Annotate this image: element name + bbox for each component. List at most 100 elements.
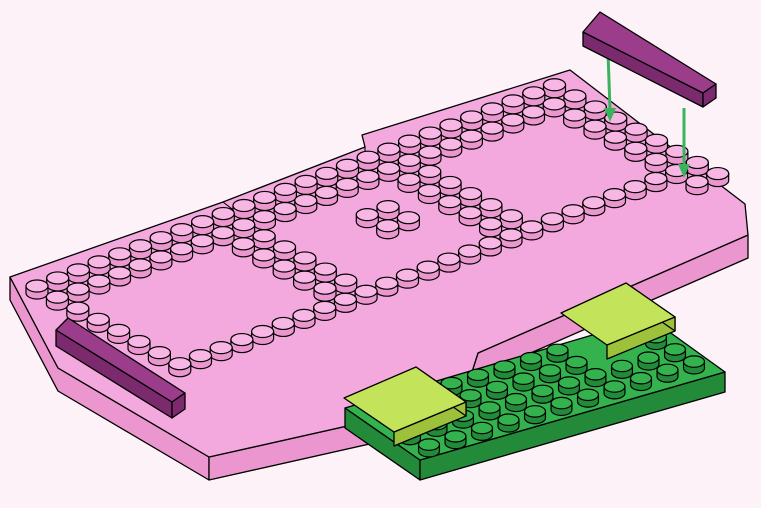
stud — [314, 301, 336, 320]
stud — [398, 154, 420, 173]
stud — [500, 229, 522, 248]
stud — [274, 203, 296, 222]
stud — [150, 232, 172, 251]
stud — [564, 90, 586, 109]
green-stud — [578, 389, 599, 407]
green-stud — [540, 365, 561, 383]
stud — [212, 208, 234, 227]
stud — [646, 134, 668, 153]
stud — [191, 235, 213, 254]
stud — [686, 176, 708, 195]
green-stud — [547, 344, 568, 362]
stud — [399, 135, 421, 154]
stud — [502, 114, 524, 133]
stud — [460, 130, 482, 149]
stud — [272, 317, 294, 336]
green-stud — [525, 406, 546, 424]
stud — [481, 103, 503, 122]
stud — [316, 186, 338, 205]
stud — [459, 245, 481, 264]
stud — [295, 195, 317, 214]
stud — [337, 159, 359, 178]
stud — [334, 293, 356, 312]
arrow-line — [608, 52, 610, 110]
stud — [356, 209, 378, 228]
stud — [604, 189, 626, 208]
stud — [521, 221, 543, 240]
stud — [397, 269, 419, 288]
stud — [480, 218, 502, 237]
stud — [584, 120, 606, 139]
stud — [397, 212, 419, 231]
green-stud — [631, 373, 652, 391]
stud — [231, 334, 253, 353]
stud — [148, 347, 170, 366]
stud — [130, 240, 152, 259]
stud — [625, 123, 647, 142]
stud — [169, 358, 191, 377]
stud — [584, 101, 606, 120]
stud — [190, 350, 212, 369]
stud — [294, 252, 316, 271]
stud — [109, 267, 131, 286]
stud — [419, 165, 441, 184]
stud — [212, 227, 234, 246]
stud — [398, 173, 420, 192]
stud — [480, 199, 502, 218]
stud — [253, 249, 275, 268]
stud — [129, 259, 151, 278]
stud — [109, 248, 131, 267]
stud — [481, 122, 503, 141]
stud — [67, 264, 89, 283]
stud — [440, 119, 462, 138]
green-stud — [532, 385, 553, 403]
stud — [459, 207, 481, 226]
stud — [624, 181, 646, 200]
stud — [273, 260, 295, 279]
stud — [417, 261, 439, 280]
stud — [336, 178, 358, 197]
stud — [26, 280, 48, 299]
stud — [108, 324, 130, 343]
stud — [274, 183, 296, 202]
stud — [254, 191, 276, 210]
green-stud — [487, 381, 508, 399]
green-stud — [506, 394, 527, 412]
green-stud — [521, 353, 542, 371]
stud — [274, 241, 296, 260]
green-stud — [479, 402, 500, 420]
stud — [378, 162, 400, 181]
stud — [460, 188, 482, 207]
green-stud — [657, 364, 678, 382]
stud — [150, 251, 172, 270]
green-stud — [494, 361, 515, 379]
stud — [583, 197, 605, 216]
stud — [461, 111, 483, 130]
green-stud — [513, 373, 534, 391]
stud — [523, 87, 545, 106]
green-stud — [585, 369, 606, 387]
stud — [523, 106, 545, 125]
stud — [233, 219, 255, 238]
stud — [314, 263, 336, 282]
stud — [377, 220, 399, 239]
green-stud — [472, 422, 493, 440]
stud — [171, 224, 193, 243]
green-stud — [419, 439, 440, 457]
green-stud — [468, 369, 489, 387]
stud — [335, 274, 357, 293]
stud — [88, 275, 110, 294]
stud — [128, 336, 150, 355]
stud — [604, 131, 626, 150]
stud — [47, 272, 69, 291]
stud — [438, 253, 460, 272]
stud — [500, 210, 522, 229]
stud — [707, 168, 729, 187]
stud — [192, 216, 214, 235]
stud — [232, 238, 254, 257]
green-stud — [604, 381, 625, 399]
green-stud — [665, 344, 686, 362]
stud — [479, 237, 501, 256]
